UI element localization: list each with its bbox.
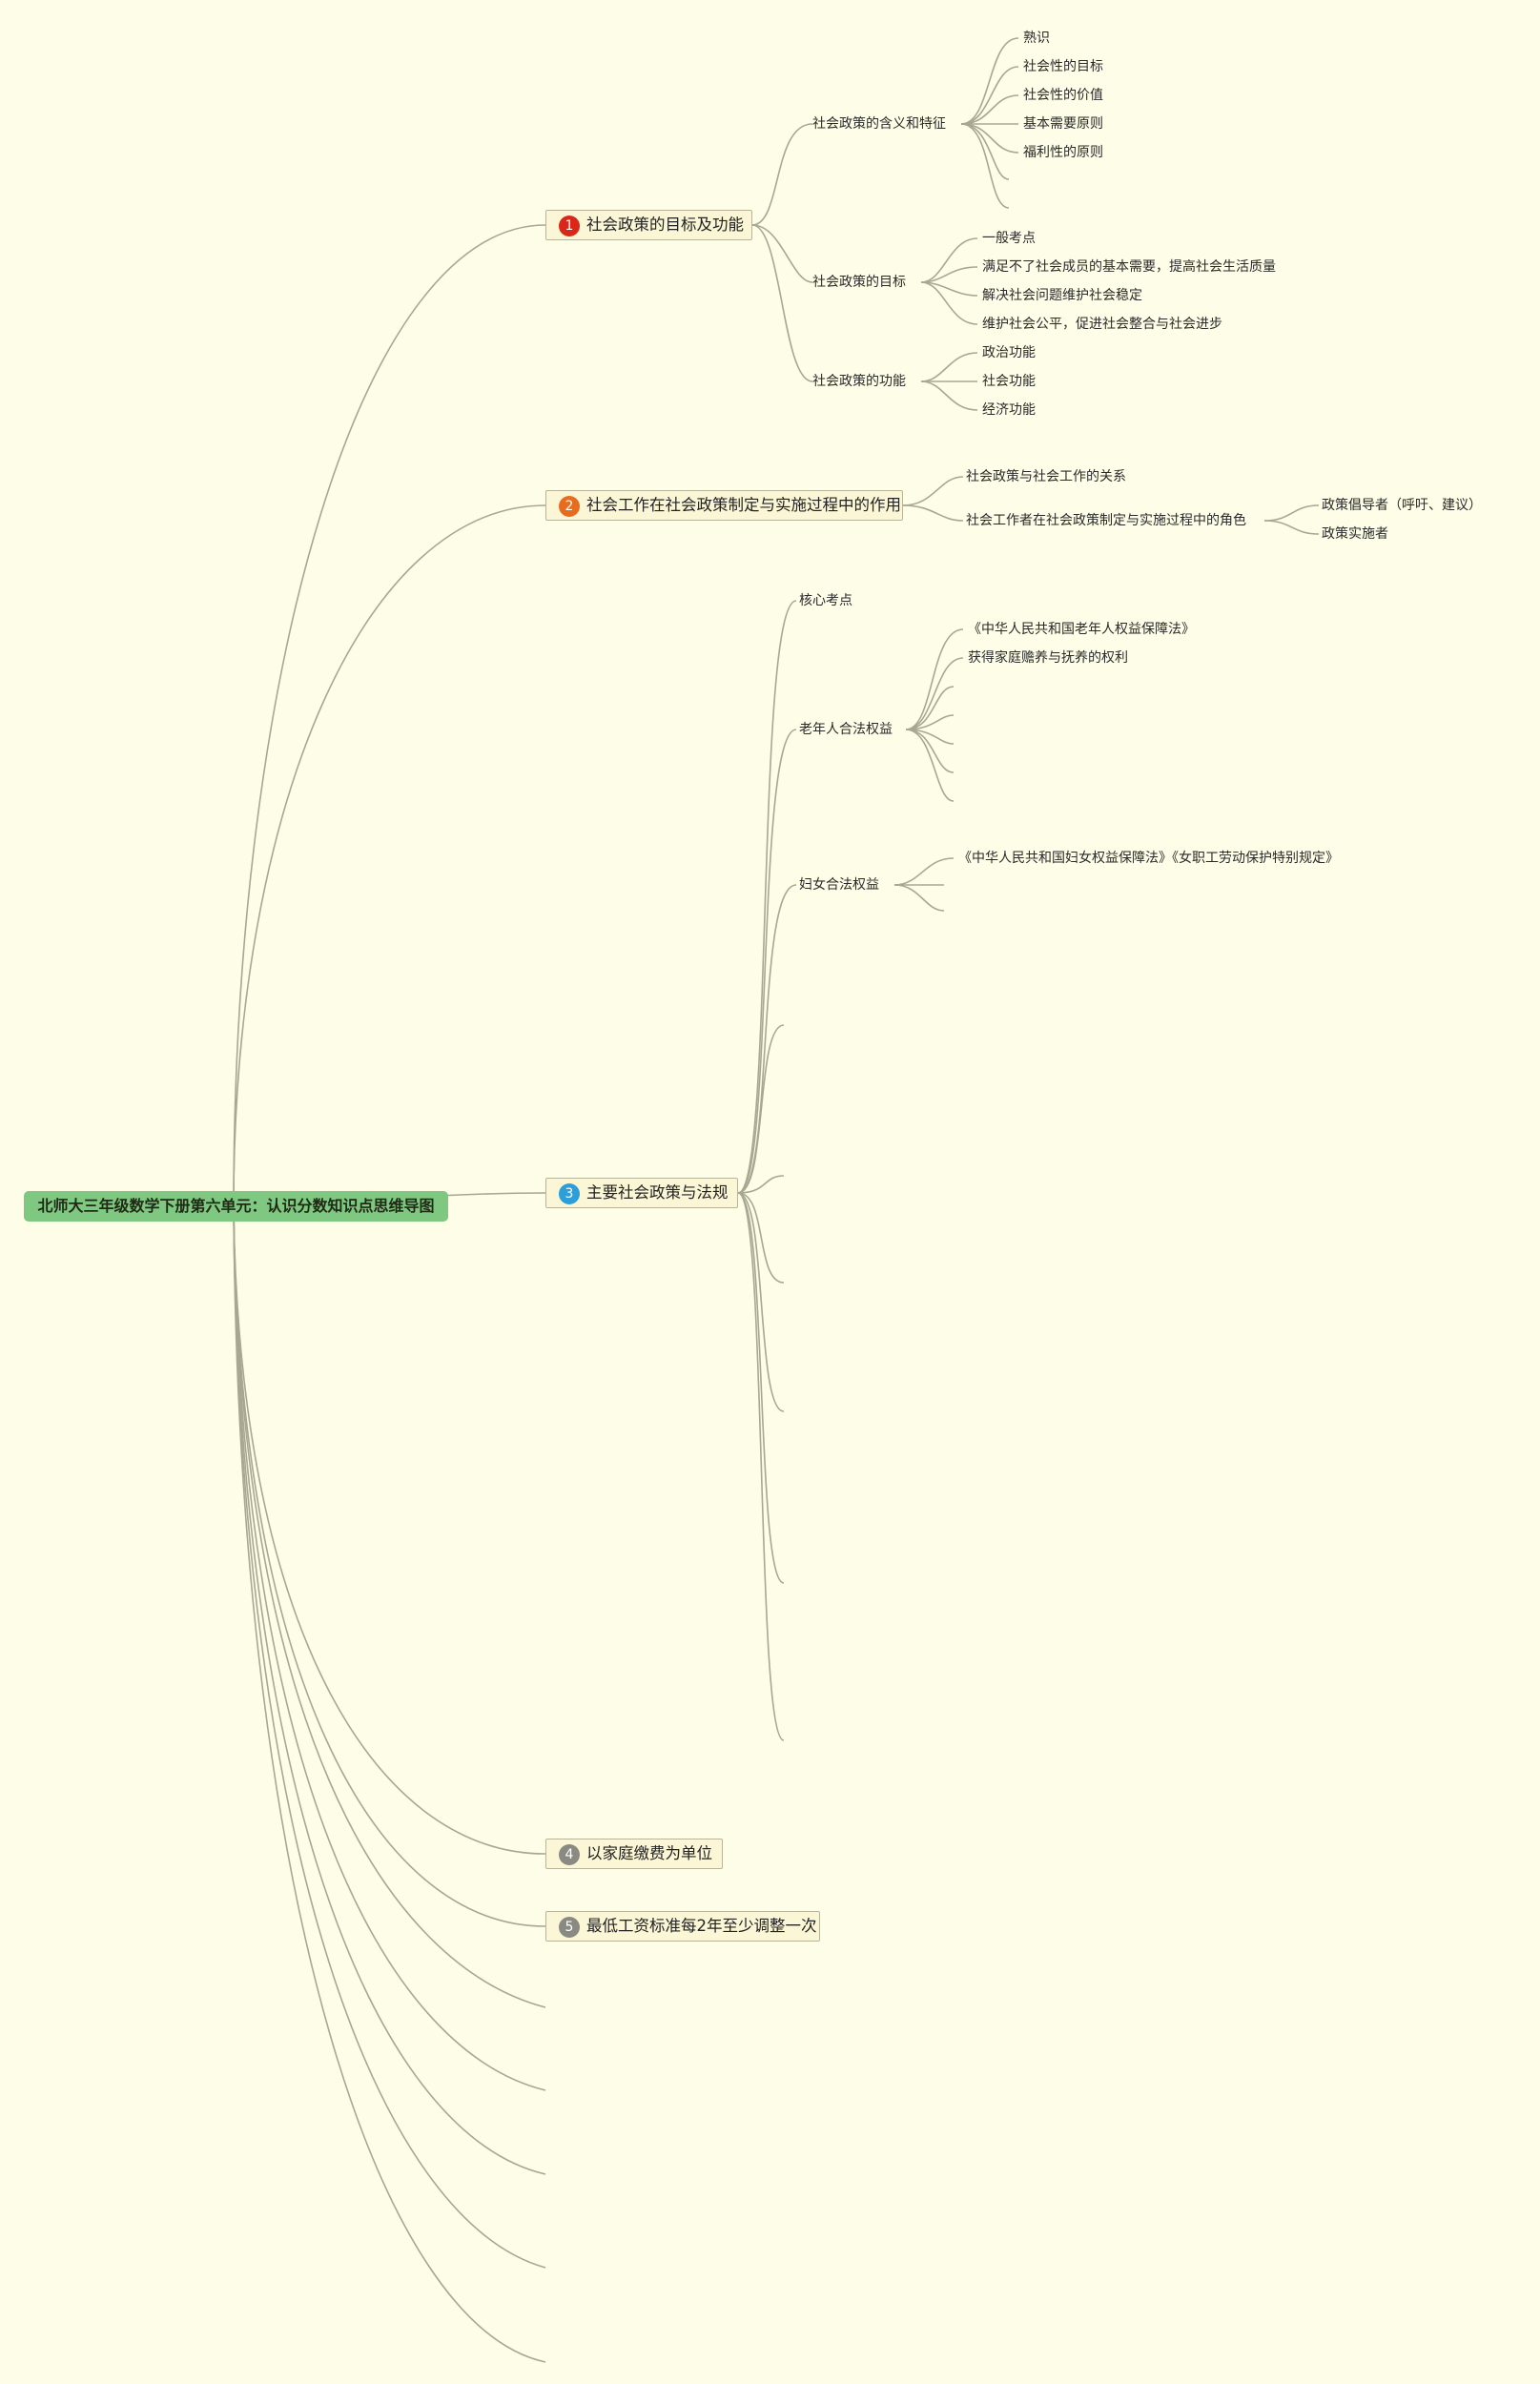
subtopic-core-points[interactable]: 核心考点 [799,593,852,608]
link-root-2 [233,504,546,1207]
leaf-topic[interactable]: 政策实施者 [1322,526,1388,542]
number-badge-1: 1 [559,216,580,236]
subtopic-definition[interactable]: 社会政策的含义和特征 [812,116,946,132]
subtopic-elderly-rights[interactable]: 老年人合法权益 [799,722,893,737]
leaf-topic[interactable]: 满足不了社会成员的基本需要，提高社会生活质量 [982,259,1276,275]
leaf-topic[interactable]: 社会性的目标 [1023,59,1103,74]
main-topic-3-label: 主要社会政策与法规 [586,1183,729,1202]
main-topic-4-label: 以家庭缴费为单位 [586,1844,712,1862]
link-root-4 [233,1205,546,1855]
link-root-empty [233,1205,546,2363]
leaf-topic[interactable]: 《中华人民共和国老年人权益保障法》 [968,622,1195,637]
link-root-empty [233,1205,546,2008]
leaf-topic[interactable]: 社会性的价值 [1023,88,1103,103]
main-topic-2-label: 社会工作在社会政策制定与实施过程中的作用 [586,496,901,514]
leaf-topic[interactable]: 解决社会问题维护社会稳定 [982,288,1142,303]
number-badge-5: 5 [559,1917,580,1938]
main-topic-2[interactable]: 2 社会工作在社会政策制定与实施过程中的作用 [545,490,903,521]
main-topic-5-label: 最低工资标准每2年至少调整一次 [586,1917,817,1935]
link-root-1 [233,224,546,1207]
link-root-5 [233,1205,546,1927]
number-badge-2: 2 [559,496,580,517]
main-topic-1[interactable]: 1 社会政策的目标及功能 [545,210,752,240]
leaf-topic[interactable]: 一般考点 [982,231,1036,246]
leaf-topic[interactable]: 基本需要原则 [1023,116,1103,132]
link-root-empty [233,1205,546,2091]
leaf-topic[interactable]: 熟识 [1023,31,1050,46]
subtopic-roles[interactable]: 社会工作者在社会政策制定与实施过程中的角色 [966,513,1246,528]
main-topic-4[interactable]: 4 以家庭缴费为单位 [545,1839,723,1869]
leaf-topic[interactable]: 政治功能 [982,345,1036,360]
main-topic-3[interactable]: 3 主要社会政策与法规 [545,1178,738,1208]
number-badge-4: 4 [559,1844,580,1865]
leaf-topic[interactable]: 获得家庭赡养与抚养的权利 [968,650,1128,666]
main-topic-1-label: 社会政策的目标及功能 [586,216,744,234]
link-root-empty [233,1205,546,2175]
main-topic-5[interactable]: 5 最低工资标准每2年至少调整一次 [545,1911,820,1942]
root-topic[interactable]: 北师大三年级数学下册第六单元：认识分数知识点思维导图 [24,1191,448,1222]
leaf-topic[interactable]: 经济功能 [982,402,1036,418]
subtopic-relationship[interactable]: 社会政策与社会工作的关系 [966,469,1126,484]
subtopic-women-rights[interactable]: 妇女合法权益 [799,877,879,893]
leaf-topic[interactable]: 《中华人民共和国妇女权益保障法》《女职工劳动保护特别规定》 [958,851,1339,866]
subtopic-goals[interactable]: 社会政策的目标 [812,275,906,290]
leaf-topic[interactable]: 福利性的原则 [1023,145,1103,160]
number-badge-3: 3 [559,1183,580,1204]
subtopic-functions[interactable]: 社会政策的功能 [812,374,906,389]
leaf-topic[interactable]: 维护社会公平，促进社会整合与社会进步 [982,317,1222,332]
leaf-topic[interactable]: 政策倡导者（呼吁、建议） [1322,498,1482,513]
leaf-topic[interactable]: 社会功能 [982,374,1036,389]
link-root-empty [233,1205,546,2269]
